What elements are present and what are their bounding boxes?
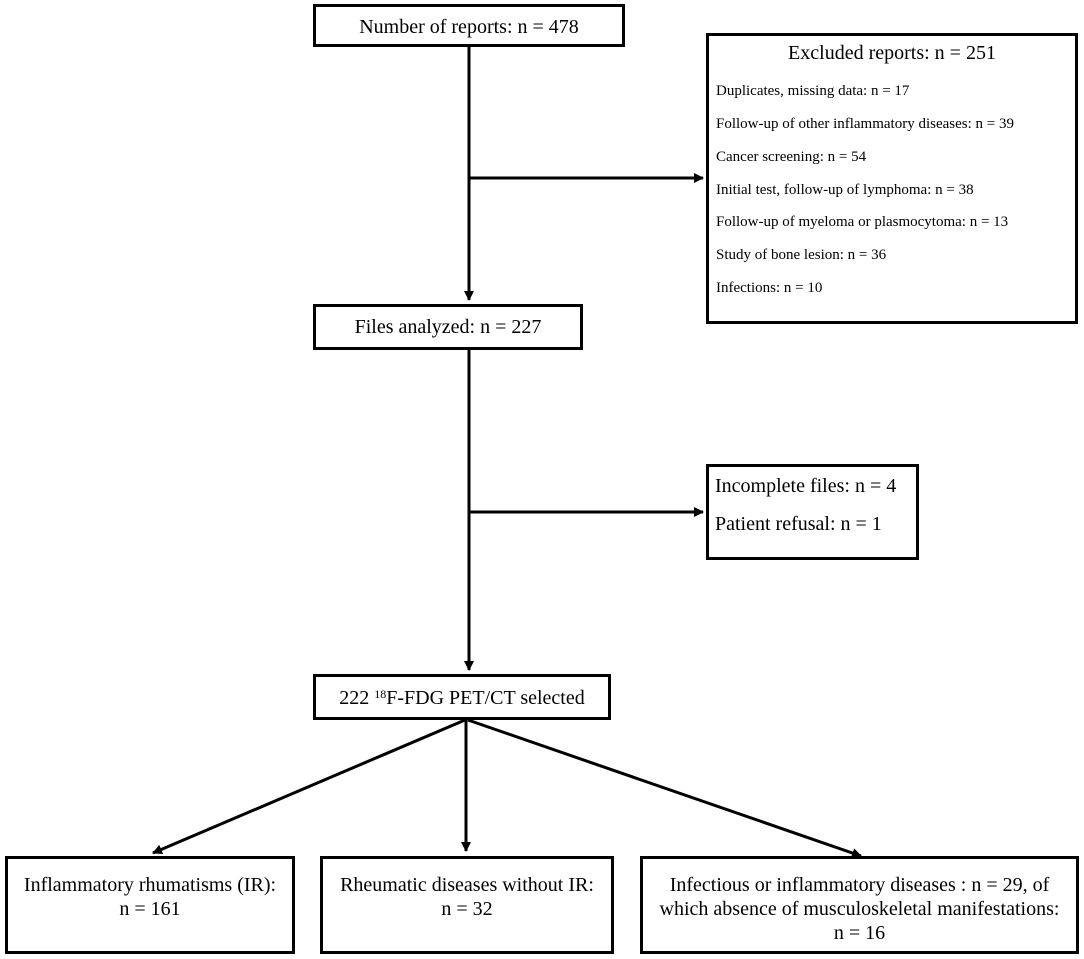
files-analyzed-box: Files analyzed: n = 227 xyxy=(313,304,583,350)
outcome-infectious-line3: n = 16 xyxy=(833,922,886,944)
selected-prefix: 222 xyxy=(339,687,375,709)
patient-refusal-item: Patient refusal: n = 1 xyxy=(715,513,882,535)
reports-box: Number of reports: n = 478 xyxy=(313,4,625,47)
outcome-rheumatic-line2: n = 32 xyxy=(441,898,493,920)
incomplete-files-item: Incomplete files: n = 4 xyxy=(715,475,897,497)
selected-box: 222 18F-FDG PET/CT selected xyxy=(313,674,611,720)
excluded-item: Follow-up of other inflammatory diseases… xyxy=(716,116,1014,132)
outcome-box-ir: Inflammatory rhumatisms (IR): n = 161 xyxy=(5,856,295,954)
excluded-item: Cancer screening: n = 54 xyxy=(716,149,867,165)
excluded-item: Study of bone lesion: n = 36 xyxy=(716,247,887,263)
reports-label: Number of reports: n = 478 xyxy=(359,16,579,38)
incomplete-files-box: Incomplete files: n = 4 Patient refusal:… xyxy=(706,464,919,560)
outcome-rheumatic-line1: Rheumatic diseases without IR: xyxy=(340,874,594,896)
outcome-infectious-line1: Infectious or inflammatory diseases : n … xyxy=(669,874,1050,896)
files-analyzed-label: Files analyzed: n = 227 xyxy=(354,316,542,338)
excluded-item: Duplicates, missing data: n = 17 xyxy=(716,83,910,99)
excluded-item: Follow-up of myeloma or plasmocytoma: n … xyxy=(716,214,1009,230)
selected-suffix: F-FDG PET/CT selected xyxy=(386,687,585,709)
arrow-to-outcome-1 xyxy=(152,718,466,855)
excluded-item: Infections: n = 10 xyxy=(716,280,823,296)
outcome-box-infectious: Infectious or inflammatory diseases : n … xyxy=(640,856,1079,954)
excluded-item: Initial test, follow-up of lymphoma: n =… xyxy=(716,182,974,198)
outcome-ir-line2: n = 161 xyxy=(119,898,181,920)
excluded-reports-box: Excluded reports: n = 251 Duplicates, mi… xyxy=(706,33,1078,324)
outcome-infectious-line2: which absence of musculoskeletal manifes… xyxy=(659,898,1060,920)
outcome-box-rheumatic: Rheumatic diseases without IR: n = 32 xyxy=(320,856,614,954)
isotope-superscript: 18 xyxy=(374,687,387,701)
arrow-to-outcome-3 xyxy=(467,718,862,858)
outcome-ir-line1: Inflammatory rhumatisms (IR): xyxy=(23,874,277,896)
excluded-title: Excluded reports: n = 251 xyxy=(788,42,996,64)
